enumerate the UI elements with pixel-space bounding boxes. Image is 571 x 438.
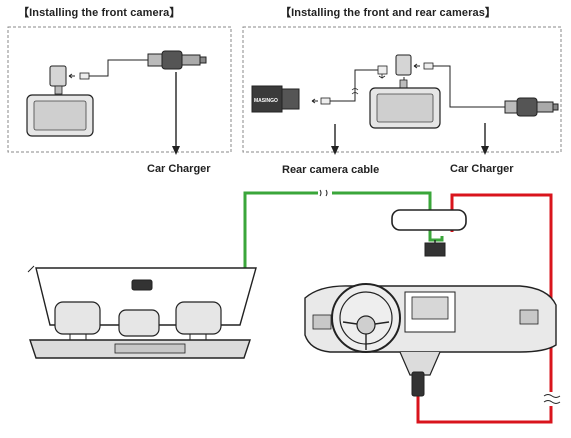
front-dashcam-device bbox=[26, 65, 94, 137]
front-rear-cameras-title: 【Installing the front and rear cameras】 bbox=[280, 7, 497, 19]
car-charger-plug-left bbox=[147, 50, 207, 70]
front-camera-panel bbox=[7, 26, 232, 153]
rearview-mirror-with-camera bbox=[391, 209, 467, 257]
rear-seats bbox=[54, 301, 222, 342]
car-charger-label-right: Car Charger bbox=[450, 163, 514, 175]
front-dashcam-device-2 bbox=[369, 54, 441, 129]
front-camera-title: 【Installing the front camera】 bbox=[18, 7, 181, 19]
brand-badge: MASINGO bbox=[254, 98, 278, 104]
rear-window-illustration bbox=[27, 265, 257, 359]
rear-camera-cable-label: Rear camera cable bbox=[282, 164, 380, 176]
car-charger-plug-right bbox=[504, 97, 559, 117]
rear-camera-device: MASINGO bbox=[251, 85, 300, 113]
car-charger-label-left: Car Charger bbox=[147, 163, 211, 175]
dashboard-illustration bbox=[304, 283, 557, 397]
front-rear-panel bbox=[242, 26, 562, 153]
